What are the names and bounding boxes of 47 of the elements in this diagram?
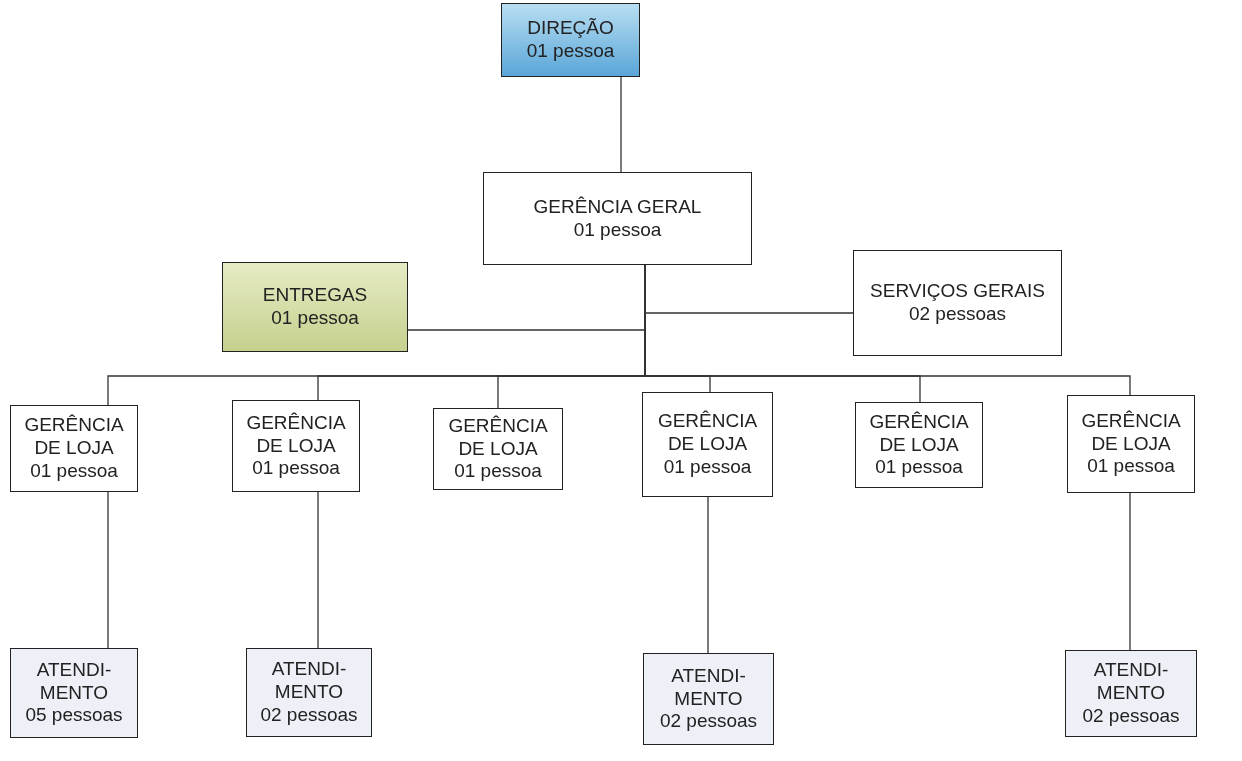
org-unit-box	[10, 648, 138, 738]
org-unit-box	[10, 405, 138, 492]
unit-name: ATENDI- MENTO	[1092, 659, 1170, 705]
connector-line	[1129, 492, 1131, 651]
staff-count: 01 pessoa	[252, 457, 340, 481]
org-unit-box	[232, 400, 360, 492]
staff-count: 01 pessoa	[573, 218, 662, 242]
unit-name: GERÊNCIA DE LOJA	[1080, 409, 1182, 456]
org-unit-box	[433, 408, 563, 490]
staff-count: 01 pessoa	[663, 455, 752, 479]
org-unit-box	[246, 648, 372, 737]
staff-count: 01 pessoa	[526, 40, 615, 63]
staff-count: 05 pessoas	[25, 704, 123, 728]
staff-count: 01 pessoa	[1087, 455, 1175, 479]
connector-line	[707, 496, 709, 654]
org-unit-box	[642, 392, 773, 497]
unit-name: GERÊNCIA DE LOJA	[447, 414, 549, 461]
connector-line	[107, 491, 109, 649]
staff-count: 01 pessoa	[454, 460, 542, 484]
unit-name: GERÊNCIA DE LOJA	[23, 414, 125, 460]
org-unit-box	[855, 402, 983, 488]
connector-line	[620, 76, 622, 173]
org-unit-box	[1067, 395, 1195, 493]
unit-name: ATENDI- MENTO	[35, 658, 113, 705]
unit-name: SERVIÇOS GERAIS	[870, 280, 1045, 303]
staff-count: 01 pessoa	[875, 456, 963, 480]
staff-count: 02 pessoas	[1082, 704, 1180, 728]
org-unit-box	[483, 172, 752, 265]
org-unit-box	[643, 653, 774, 745]
staff-count: 01 pessoa	[271, 307, 359, 330]
org-unit-box	[1065, 650, 1197, 737]
unit-name: DIREÇÃO	[527, 17, 614, 40]
unit-name: GERÊNCIA GERAL	[533, 195, 702, 219]
unit-name: GERÊNCIA DE LOJA	[245, 411, 347, 458]
staff-count: 02 pessoas	[260, 703, 358, 727]
unit-name: GERÊNCIA DE LOJA	[656, 410, 759, 456]
staff-count: 02 pessoas	[908, 303, 1007, 326]
unit-name: GERÊNCIA DE LOJA	[868, 410, 970, 457]
staff-count: 02 pessoas	[659, 710, 758, 734]
unit-name: ATENDI- MENTO	[670, 664, 747, 711]
org-unit-box	[501, 3, 640, 77]
connector-line	[317, 491, 319, 649]
org-unit-box	[853, 250, 1062, 356]
org-unit-box	[222, 262, 408, 352]
staff-count: 01 pessoa	[30, 459, 118, 483]
unit-name: ATENDI- MENTO	[270, 658, 348, 704]
unit-name: ENTREGAS	[262, 284, 368, 307]
